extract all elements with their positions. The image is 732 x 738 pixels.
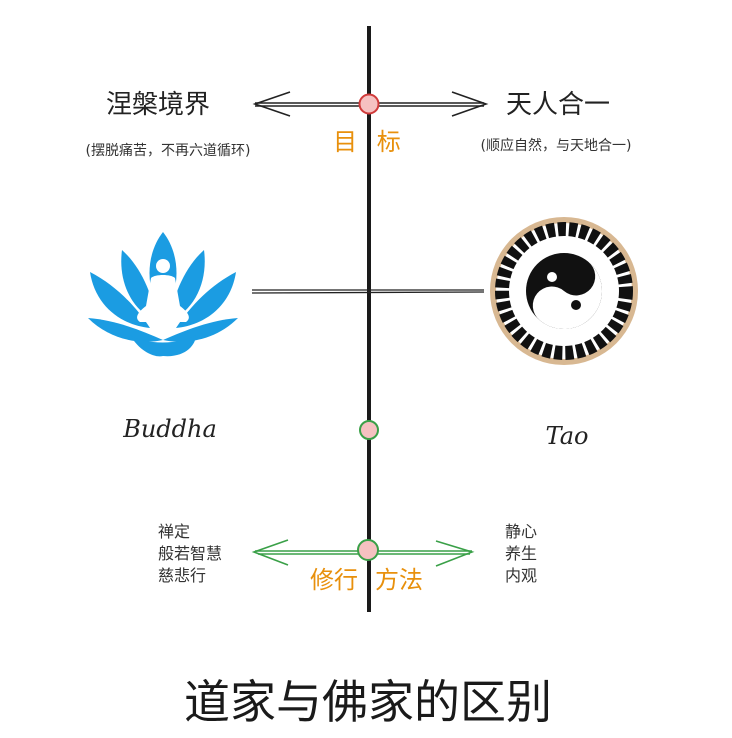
nirvana-title: 涅槃境界 — [106, 90, 210, 120]
tao-label: Tao — [546, 422, 589, 450]
list-item: 慈悲行 — [158, 566, 206, 585]
tianren-note: (顺应自然，与天地合一) — [481, 137, 632, 154]
buddha-label: Buddha — [122, 415, 217, 443]
diagram-title: 道家与佛家的区别 — [184, 675, 552, 729]
taoist-practice-list: 静心 养生 内观 — [505, 522, 537, 585]
lotus-buddha-icon — [88, 232, 238, 357]
goal-label: 目 标 — [333, 128, 407, 156]
middle-node — [359, 420, 379, 440]
taiji-bagua-icon — [490, 217, 638, 365]
list-item: 般若智慧 — [158, 544, 222, 563]
list-item: 禅定 — [158, 522, 190, 541]
connector-line — [251, 289, 485, 294]
buddhist-practice-list: 禅定 般若智慧 慈悲行 — [158, 522, 222, 585]
list-item: 养生 — [505, 544, 537, 563]
goal-node — [358, 93, 380, 115]
practice-label-right: 方法 — [375, 566, 423, 594]
practice-node — [357, 539, 379, 561]
nirvana-note: (摆脱痛苦，不再六道循环) — [86, 142, 251, 159]
list-item: 内观 — [505, 566, 537, 585]
list-item: 静心 — [505, 522, 537, 541]
practice-label-left: 修行 — [310, 566, 358, 594]
tianren-title: 天人合一 — [506, 90, 610, 120]
